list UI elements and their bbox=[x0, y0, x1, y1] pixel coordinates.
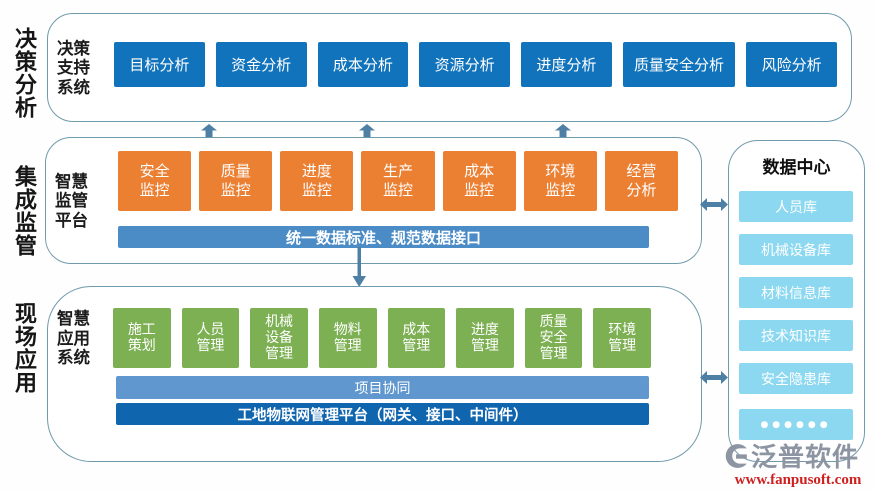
data-center-panel: 数据中心 人员库 机械设备库 材料信息库 技术知识库 安全隐患库 ●●●●●● bbox=[728, 140, 865, 462]
app-box-environment: 环境 管理 bbox=[593, 308, 651, 368]
decision-box-resource: 资源分析 bbox=[419, 42, 510, 87]
monitor-box-progress: 进度 监控 bbox=[280, 151, 354, 211]
data-center-title: 数据中心 bbox=[762, 158, 831, 178]
monitor-box-production: 生产 监控 bbox=[361, 151, 435, 211]
decision-box-cost: 成本分析 bbox=[317, 42, 409, 87]
decision-box-quality-safety: 质量安全分析 bbox=[622, 42, 736, 87]
fanpu-logo-icon bbox=[725, 443, 747, 468]
up-arrow-icon bbox=[359, 124, 375, 137]
monitor-box-operation: 经营 分析 bbox=[604, 151, 678, 211]
db-material-info: 材料信息库 bbox=[739, 277, 853, 308]
db-machinery: 机械设备库 bbox=[739, 234, 853, 265]
decision-box-funds: 资金分析 bbox=[215, 42, 307, 87]
app-box-materials: 物料 管理 bbox=[318, 308, 377, 368]
app-box-personnel: 人员 管理 bbox=[181, 308, 240, 368]
iot-platform-bar: 工地物联网管理平台（网关、接口、中间件） bbox=[116, 403, 649, 425]
app-box-quality-safety: 质量 安全 管理 bbox=[524, 308, 583, 368]
up-arrow-icon bbox=[201, 124, 217, 137]
rail-label-site-application: 现场应用 bbox=[11, 302, 36, 394]
application-box-row: 施工 策划 人员 管理 机械 设备 管理 物料 管理 成本 管理 进度 管理 质… bbox=[113, 308, 651, 368]
rail-label-integrated-supervision: 集成监管 bbox=[11, 165, 36, 257]
db-personnel: 人员库 bbox=[739, 191, 853, 222]
app-box-cost: 成本 管理 bbox=[387, 308, 446, 368]
watermark-url: www.fanpusoft.com bbox=[734, 472, 862, 488]
application-system-panel: 智慧 应用 系统 施工 策划 人员 管理 机械 设备 管理 物料 管理 成本 管… bbox=[47, 286, 702, 462]
decision-box-risk: 风险分析 bbox=[746, 42, 838, 87]
supervision-platform-panel: 智慧 监管 平台 安全 监控 质量 监控 进度 监控 生产 监控 成本 监控 环… bbox=[45, 137, 702, 264]
decision-support-panel: 决策 支持 系统 目标分析 资金分析 成本分析 资源分析 进度分析 质量安全分析… bbox=[47, 13, 852, 122]
monitor-box-safety: 安全 监控 bbox=[118, 151, 192, 211]
application-system-label: 智慧 应用 系统 bbox=[57, 309, 90, 367]
double-arrow-icon bbox=[700, 371, 728, 384]
watermark-brand: 泛普软件 bbox=[751, 443, 860, 473]
decision-box-progress: 进度分析 bbox=[521, 42, 612, 87]
db-more-ellipsis: ●●●●●● bbox=[739, 409, 853, 440]
decision-box-goal: 目标分析 bbox=[114, 42, 205, 87]
rail-label-decision-analysis: 决策分析 bbox=[11, 27, 36, 119]
supervision-platform-label: 智慧 监管 平台 bbox=[55, 171, 88, 230]
down-arrow-icon bbox=[352, 247, 366, 287]
monitor-box-quality: 质量 监控 bbox=[199, 151, 273, 211]
monitor-box-row: 安全 监控 质量 监控 进度 监控 生产 监控 成本 监控 环境 监控 经营 分… bbox=[118, 151, 678, 211]
decision-support-label: 决策 支持 系统 bbox=[57, 38, 90, 97]
monitor-box-environment: 环境 监控 bbox=[523, 151, 597, 211]
app-box-construction-planning: 施工 策划 bbox=[113, 308, 171, 368]
watermark: 泛普软件 www.fanpusoft.com bbox=[723, 437, 873, 489]
db-safety-hazard: 安全隐患库 bbox=[739, 363, 853, 394]
up-arrow-icon bbox=[555, 124, 571, 137]
double-arrow-icon bbox=[700, 198, 728, 211]
decision-box-row: 目标分析 资金分析 成本分析 资源分析 进度分析 质量安全分析 风险分析 bbox=[114, 42, 838, 87]
monitor-box-cost: 成本 监控 bbox=[442, 151, 516, 211]
app-box-progress: 进度 管理 bbox=[456, 308, 514, 368]
project-collaboration-bar: 项目协同 bbox=[116, 376, 649, 399]
db-tech-knowledge: 技术知识库 bbox=[739, 320, 853, 351]
app-box-machinery: 机械 设备 管理 bbox=[250, 308, 308, 368]
unified-data-standard-bar: 统一数据标准、规范数据接口 bbox=[118, 226, 649, 248]
